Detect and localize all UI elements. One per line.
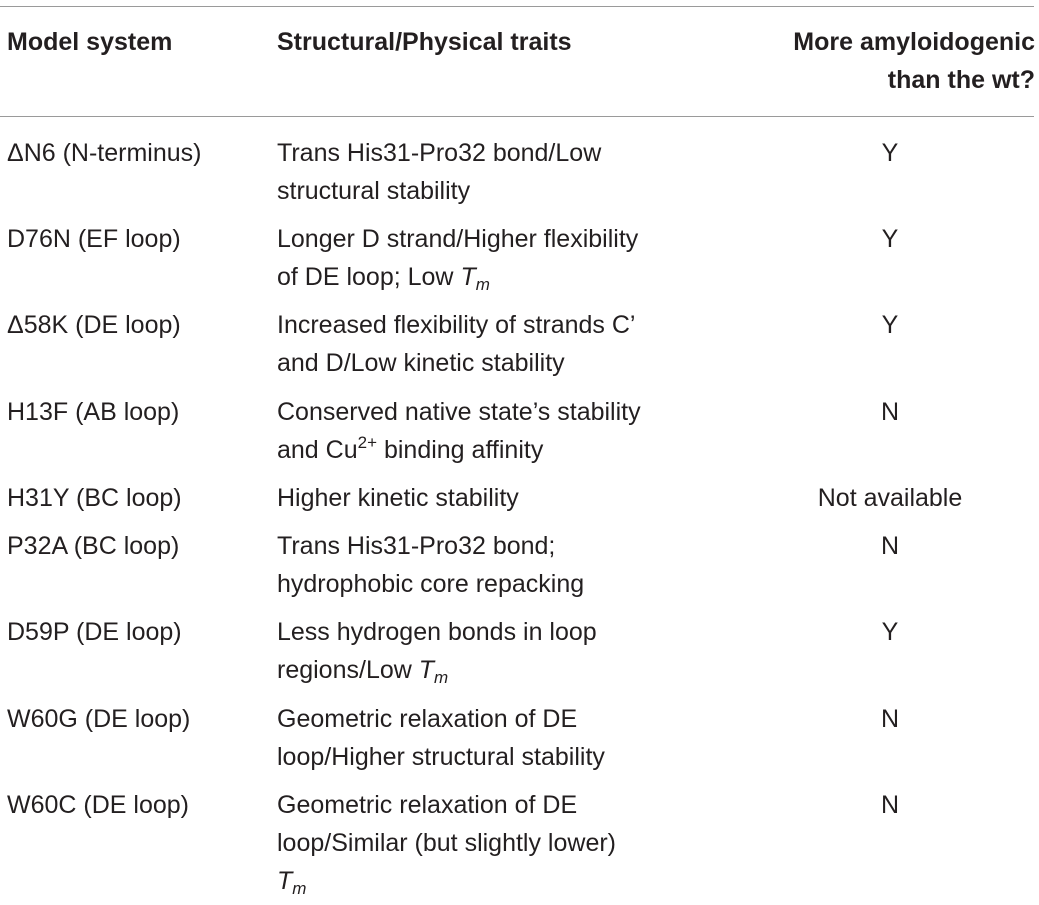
traits-line: Conserved native state’s stability xyxy=(277,398,641,426)
traits-line: loop/Higher structural stability xyxy=(277,743,605,771)
cell-amyloidogenic: N xyxy=(880,398,900,426)
cell-model-system: D76N (EF loop) xyxy=(7,225,181,253)
cell-model-system: W60C (DE loop) xyxy=(7,791,189,819)
table-top-rule xyxy=(0,6,1034,7)
traits-line: structural stability xyxy=(277,177,471,205)
cell-model-system: H31Y (BC loop) xyxy=(7,484,182,512)
traits-text: binding affinity xyxy=(377,436,544,464)
cell-traits: Geometric relaxation of DE loop/Higher s… xyxy=(277,700,717,776)
cell-traits: Increased flexibility of strands C’ and … xyxy=(277,306,717,382)
tm-subscript: m xyxy=(292,879,307,898)
traits-line: Trans His31-Pro32 bond/Low xyxy=(277,139,602,167)
traits-text: and Cu xyxy=(277,436,358,464)
traits-line: Tm xyxy=(277,862,717,900)
traits-line: Longer D strand/Higher flexibility xyxy=(277,225,639,253)
cell-amyloidogenic: Y xyxy=(881,311,899,339)
cell-amyloidogenic: Y xyxy=(881,139,899,167)
traits-line: Geometric relaxation of DE xyxy=(277,791,578,819)
cell-traits: Higher kinetic stability xyxy=(277,479,717,517)
traits-line: loop/Similar (but slightly lower) xyxy=(277,829,617,857)
traits-line: hydrophobic core repacking xyxy=(277,570,585,598)
cell-traits: Conserved native state’s stability and C… xyxy=(277,393,717,469)
charge-superscript: 2+ xyxy=(357,433,378,452)
tm-subscript: m xyxy=(475,275,490,294)
tm-symbol: T xyxy=(460,263,476,291)
traits-line: Trans His31-Pro32 bond; xyxy=(277,532,556,560)
tm-symbol: T xyxy=(418,656,435,684)
table-header-rule xyxy=(0,116,1034,117)
cell-traits: Trans His31-Pro32 bond/Low structural st… xyxy=(277,134,717,210)
cell-amyloidogenic: N xyxy=(880,532,900,560)
traits-text: regions/Low xyxy=(277,656,419,684)
header-model-system: Model system xyxy=(7,28,173,56)
cell-amyloidogenic: Y xyxy=(881,618,899,646)
cell-model-system: P32A (BC loop) xyxy=(7,532,180,560)
cell-amyloidogenic: N xyxy=(880,705,900,733)
traits-line: Increased flexibility of strands C’ xyxy=(277,311,636,339)
traits-line: and Cu2+ binding affinity xyxy=(277,431,717,469)
traits-line: Less hydrogen bonds in loop xyxy=(277,618,597,646)
header-amyloidogenic: More amyloidogenic than the wt? xyxy=(735,23,1035,99)
cell-model-system: ΔN6 (N-terminus) xyxy=(7,139,202,167)
header-amyloidogenic-line1: More amyloidogenic xyxy=(793,28,1035,56)
tm-subscript: m xyxy=(434,668,449,687)
cell-model-system: H13F (AB loop) xyxy=(7,398,180,426)
cell-amyloidogenic: N xyxy=(880,791,900,819)
header-amyloidogenic-line2: than the wt? xyxy=(887,66,1035,94)
header-structural-traits: Structural/Physical traits xyxy=(277,28,572,56)
cell-traits: Less hydrogen bonds in loop regions/Low … xyxy=(277,613,717,689)
cell-amyloidogenic: Y xyxy=(881,225,899,253)
cell-traits: Trans His31-Pro32 bond; hydrophobic core… xyxy=(277,527,717,603)
traits-line: Higher kinetic stability xyxy=(277,484,519,512)
traits-line: and D/Low kinetic stability xyxy=(277,349,565,377)
traits-line: of DE loop; Low Tm xyxy=(277,258,717,296)
traits-line: regions/Low Tm xyxy=(277,651,717,689)
cell-amyloidogenic: Not available xyxy=(817,484,963,512)
traits-text: of DE loop; Low xyxy=(277,263,461,291)
cell-traits: Geometric relaxation of DE loop/Similar … xyxy=(277,786,717,900)
cell-model-system: W60G (DE loop) xyxy=(7,705,191,733)
tm-symbol: T xyxy=(277,867,293,895)
cell-model-system: D59P (DE loop) xyxy=(7,618,182,646)
traits-line: Geometric relaxation of DE xyxy=(277,705,578,733)
cell-model-system: Δ58K (DE loop) xyxy=(7,311,181,339)
cell-traits: Longer D strand/Higher flexibility of DE… xyxy=(277,220,717,296)
